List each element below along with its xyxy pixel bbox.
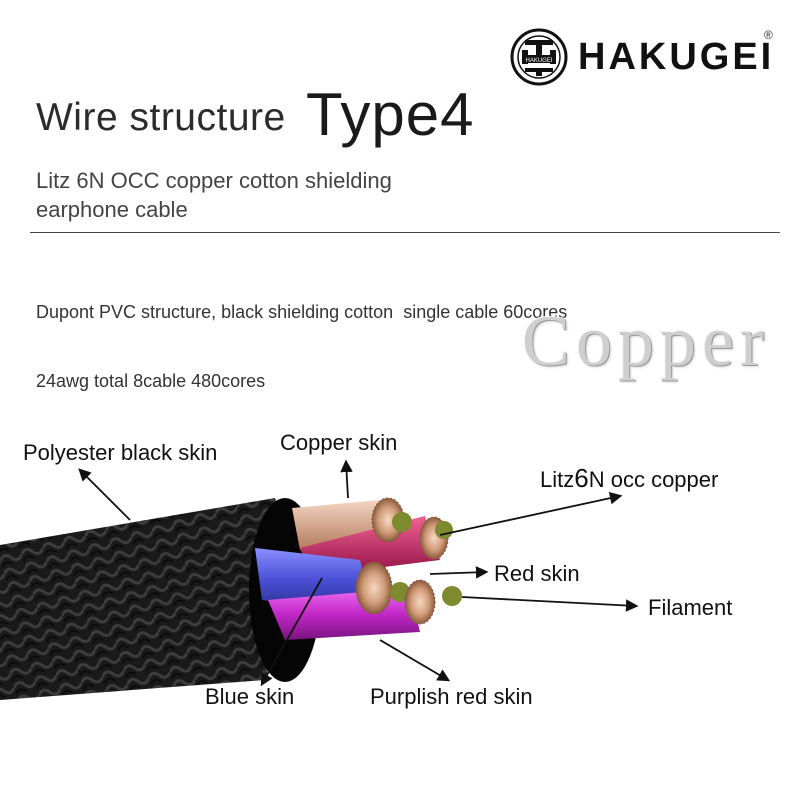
label-polyester-black-skin: Polyester black skin bbox=[23, 440, 218, 465]
cable-illustration bbox=[0, 459, 639, 700]
subtitle: Litz 6N OCC copper cotton shielding earp… bbox=[36, 166, 536, 224]
label-blue-skin: Blue skin bbox=[205, 684, 295, 709]
copper-skin-arrow bbox=[340, 459, 353, 499]
subtitle-line-2: earphone cable bbox=[36, 197, 188, 222]
blue-skin-arrow bbox=[260, 577, 323, 687]
copper-watermark-text: Copper bbox=[522, 301, 770, 381]
subtitle-line-1: Litz 6N OCC copper cotton shielding bbox=[36, 168, 392, 193]
blue-skin-wire-end bbox=[355, 561, 410, 615]
purplish-red-skin-wire-end bbox=[404, 579, 462, 625]
hakugei-logo-icon: HAKUGEI bbox=[510, 28, 568, 86]
label-copper-skin: Copper skin bbox=[280, 430, 398, 455]
description-line-2: 24awg total 8cable 480cores bbox=[36, 371, 266, 391]
divider bbox=[30, 232, 780, 233]
purplish-red-skin-arrow bbox=[379, 639, 451, 682]
label-filament: Filament bbox=[648, 595, 733, 620]
filament-arrow bbox=[461, 596, 639, 612]
title-type: Type4 bbox=[306, 81, 475, 148]
polyester-arrow bbox=[78, 468, 131, 521]
registered-mark: ® bbox=[764, 28, 773, 42]
logo-badge-text: HAKUGEI bbox=[525, 58, 552, 64]
label-red-skin: Red skin bbox=[494, 561, 580, 586]
copper-skin-wire-end bbox=[371, 497, 412, 543]
red-skin-arrow bbox=[429, 566, 489, 579]
description-line-1: Dupont PVC structure, black shielding co… bbox=[36, 302, 568, 322]
label-litz-copper: Litz6N occ copper bbox=[540, 463, 718, 494]
title-lead: Wire structure bbox=[36, 96, 286, 139]
label-litz-suffix: N occ copper bbox=[588, 467, 719, 492]
brand-name: HAKUGEI bbox=[578, 36, 775, 78]
red-skin-wire-end bbox=[419, 516, 453, 560]
litz-copper-arrow bbox=[439, 491, 623, 536]
description: Dupont PVC structure, black shielding co… bbox=[36, 255, 756, 416]
label-purplish-red-skin: Purplish red skin bbox=[370, 684, 533, 709]
label-litz-prefix: Litz bbox=[540, 467, 575, 492]
label-litz-6: 6 bbox=[574, 463, 589, 493]
